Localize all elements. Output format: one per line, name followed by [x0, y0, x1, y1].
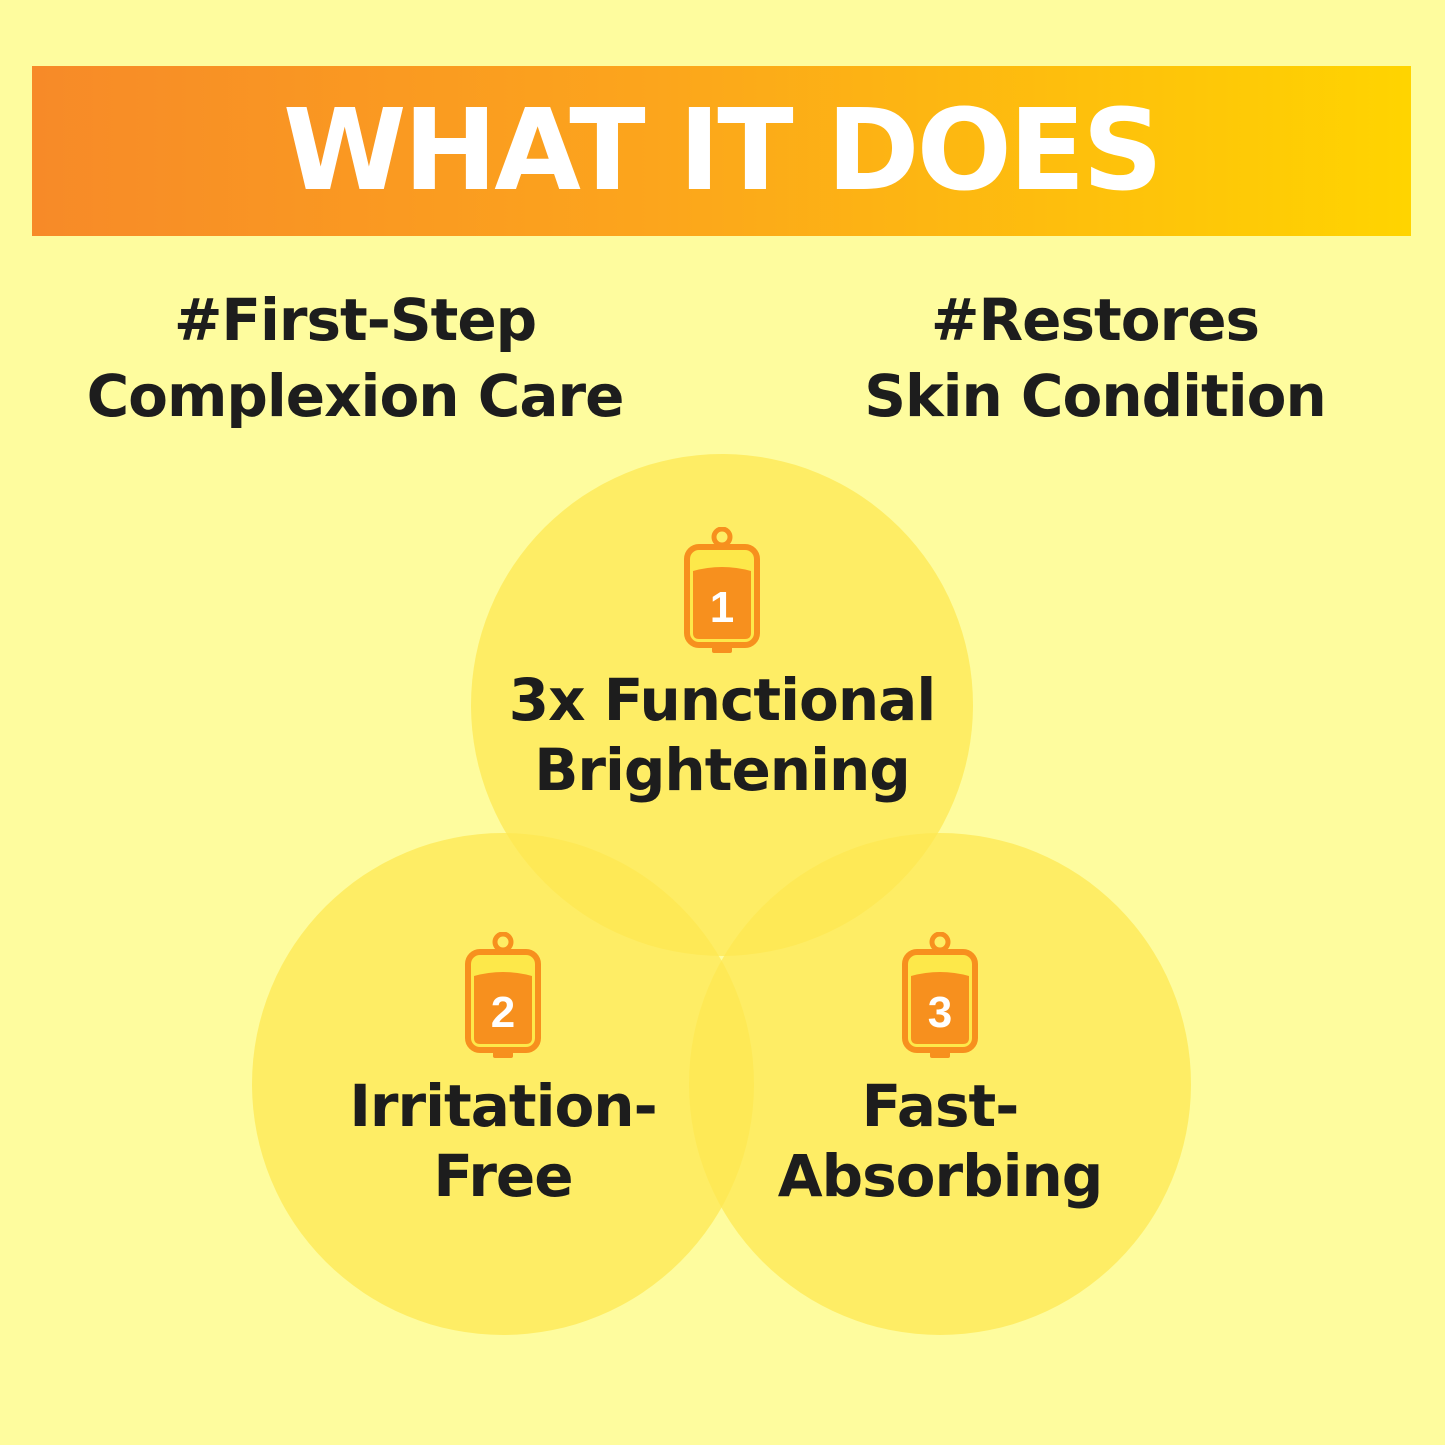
- feature-label-brightening: 3x Functional Brightening: [472, 665, 972, 805]
- feature-label-fast-absorbing: Fast- Absorbing: [690, 1071, 1190, 1211]
- feature-line: Absorbing: [777, 1142, 1104, 1210]
- feature-number: 2: [491, 988, 515, 1037]
- tag-first-step: #First-Step Complexion Care: [40, 282, 670, 434]
- feature-number: 3: [928, 988, 952, 1037]
- venn-circle-2: [252, 833, 754, 1335]
- venn-circle-3: [689, 833, 1191, 1335]
- feature-number: 1: [710, 583, 734, 632]
- serum-bag-icon: 3: [901, 932, 979, 1060]
- tag-line: Complexion Care: [86, 362, 625, 430]
- feature-line: Fast-: [861, 1072, 1020, 1140]
- tag-line: #Restores: [930, 286, 1260, 354]
- feature-line: Brightening: [534, 736, 911, 804]
- feature-line: 3x Functional: [508, 666, 936, 734]
- venn-circle-1: [471, 454, 973, 956]
- feature-line: Irritation-: [349, 1072, 657, 1140]
- feature-label-irritation-free: Irritation- Free: [253, 1071, 753, 1211]
- serum-bag-icon: 2: [464, 932, 542, 1060]
- feature-line: Free: [433, 1142, 573, 1210]
- tag-line: Skin Condition: [864, 362, 1327, 430]
- tag-restores: #Restores Skin Condition: [780, 282, 1410, 434]
- page-title: WHAT IT DOES: [282, 86, 1163, 216]
- header-banner: WHAT IT DOES: [32, 66, 1411, 236]
- tag-line: #First-Step: [173, 286, 537, 354]
- serum-bag-icon: 1: [683, 527, 761, 655]
